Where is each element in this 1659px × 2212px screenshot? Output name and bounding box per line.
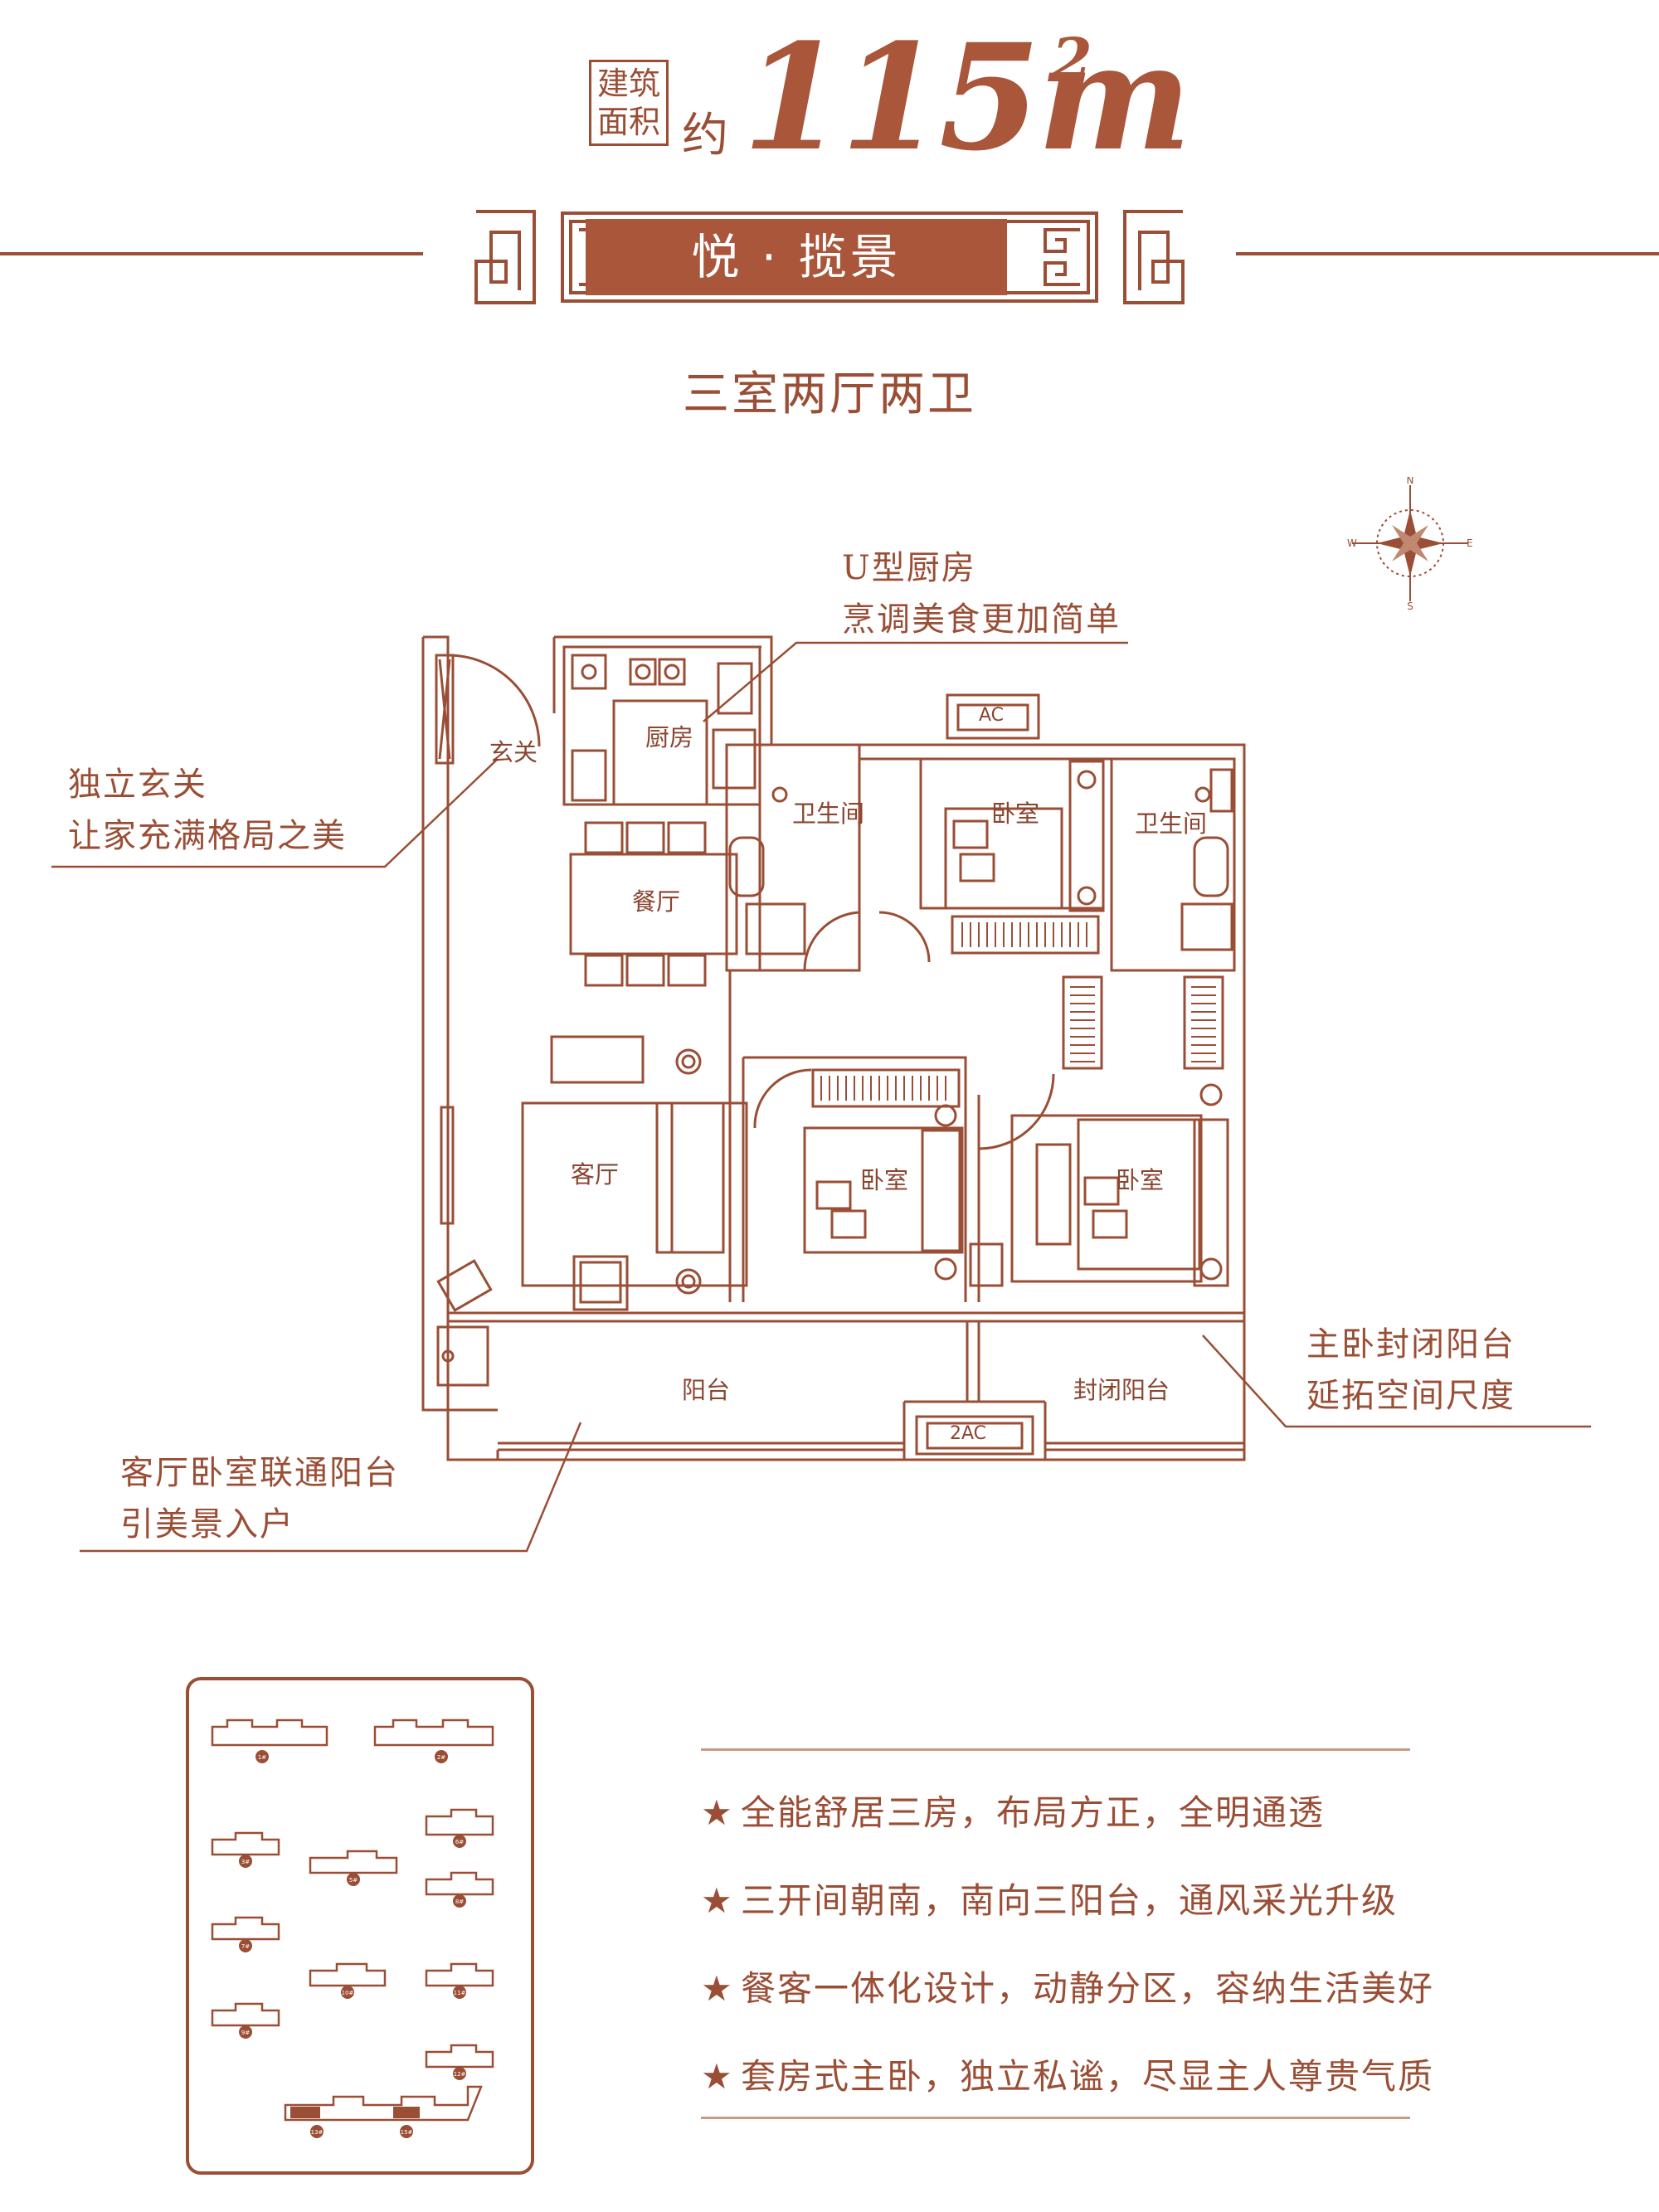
area-value: 115m: [742, 12, 1192, 183]
room-closed-balcony: 封闭阳台: [1073, 1376, 1170, 1404]
building-label: 8#: [455, 1898, 464, 1905]
room-foyer: 玄关: [489, 738, 538, 766]
area-label-line1: 建筑: [596, 66, 660, 102]
callout-living-line2: 引美景入户: [120, 1505, 294, 1544]
room-bedroom-3: 卧室: [1116, 1166, 1165, 1194]
building-label: 7#: [241, 1943, 250, 1950]
callout-living: 客厅卧室联通阳台 引美景入户: [120, 1447, 399, 1550]
feature-item: ★套房式主卧，独立私谧，尽显主人尊贵气质: [701, 2049, 1434, 2099]
building-label: 12#: [454, 2071, 466, 2078]
feature-text: 全能舒居三房，布局方正，全明通透: [741, 1792, 1326, 1833]
site-plan-drawing: 1# 2# 3# 5# 6# 7# 8# 9# 10# 11# 12# 13# …: [211, 1719, 494, 2138]
building-label: 9#: [241, 2030, 250, 2036]
features-rule-top: [701, 1748, 1410, 1751]
area-approx: 约: [682, 109, 728, 163]
building-label: 2#: [437, 1754, 445, 1761]
callout-kitchen-line1: U型厨房: [842, 549, 976, 587]
title-rule-left: [0, 252, 423, 255]
building-label: 5#: [349, 1877, 358, 1884]
room-balcony: 阳台: [682, 1376, 731, 1404]
feature-text: 餐客一体化设计，动静分区，容纳生活美好: [741, 1968, 1435, 2009]
feature-text: 套房式主卧，独立私谧，尽显主人尊贵气质: [741, 2056, 1435, 2097]
room-bedroom-2: 卧室: [860, 1166, 909, 1194]
feature-text: 三开间朝南，南向三阳台，通风采光升级: [741, 1880, 1399, 1921]
room-living: 客厅: [571, 1160, 620, 1189]
callout-living-line1: 客厅卧室联通阳台: [120, 1454, 399, 1492]
area-label-line2: 面积: [596, 104, 660, 140]
building-label: 10#: [342, 1990, 354, 1996]
building-label: 13#: [311, 2129, 324, 2136]
room-bathroom-2: 卫生间: [1135, 809, 1208, 838]
compass-e: E: [1467, 537, 1473, 549]
callout-balcony-line2: 延拓空间尺度: [1306, 1377, 1515, 1415]
compass-icon: N S W E: [1347, 477, 1473, 610]
area-unit-sup: 2: [1052, 25, 1092, 94]
feature-item: ★三开间朝南，南向三阳台，通风采光升级: [701, 1873, 1398, 1923]
star-icon: ★: [701, 1880, 734, 1921]
building-label: 1#: [258, 1754, 266, 1761]
title-rule-right: [1236, 252, 1659, 255]
site-plan: [186, 1677, 534, 2175]
building-label: 15#: [401, 2129, 413, 2136]
ac-bottom-label: 2AC: [950, 1423, 987, 1444]
callout-balcony: 主卧封闭阳台 延拓空间尺度: [1306, 1319, 1515, 1422]
room-bedroom-master: 卧室: [991, 800, 1040, 828]
callout-balcony-line1: 主卧封闭阳台: [1306, 1325, 1515, 1364]
callout-foyer: 独立玄关 让家充满格局之美: [68, 759, 347, 862]
room-dining: 餐厅: [632, 887, 681, 916]
feature-item: ★餐客一体化设计，动静分区，容纳生活美好: [701, 1961, 1434, 2011]
features-rule-bottom: [701, 2117, 1410, 2119]
star-icon: ★: [701, 1968, 734, 2009]
ac-top-label: AC: [979, 705, 1005, 726]
building-label: 3#: [241, 1859, 250, 1865]
compass-w: W: [1347, 537, 1357, 549]
title-band: 悦 · 揽景: [586, 219, 1007, 295]
callout-kitchen: U型厨房 烹调美食更加简单: [842, 542, 1121, 645]
room-kitchen: 厨房: [645, 723, 694, 751]
compass-n: N: [1407, 477, 1414, 486]
star-icon: ★: [701, 2056, 734, 2097]
compass-s: S: [1407, 600, 1413, 610]
layout-type: 三室两厅两卫: [683, 367, 976, 421]
building-label: 6#: [455, 1839, 464, 1845]
floorplan-drawing: [51, 635, 1591, 1553]
callout-foyer-line1: 独立玄关: [68, 766, 207, 804]
area-label: 建筑 面积: [589, 60, 669, 146]
callout-kitchen-line2: 烹调美食更加简单: [842, 600, 1121, 639]
callout-foyer-line2: 让家充满格局之美: [68, 817, 347, 855]
building-label: 11#: [454, 1990, 466, 1996]
feature-item: ★全能舒居三房，布局方正，全明通透: [701, 1785, 1325, 1835]
room-bathroom-1: 卫生间: [792, 800, 865, 828]
star-icon: ★: [701, 1792, 734, 1833]
